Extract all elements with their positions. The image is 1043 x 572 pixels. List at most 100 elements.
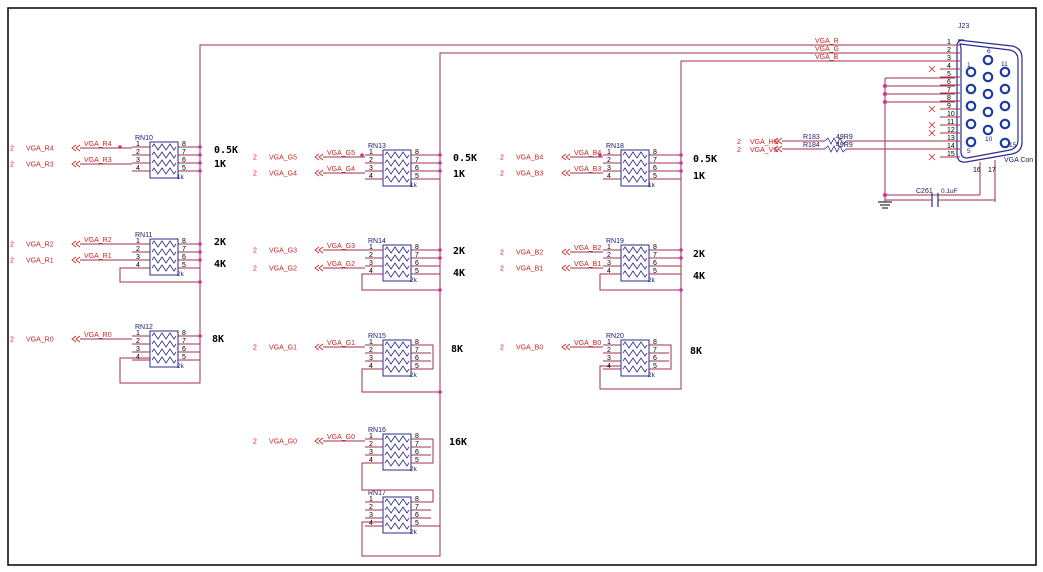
bus-label-g: VGA_G xyxy=(815,46,839,53)
resistor-element xyxy=(622,254,648,262)
network-body xyxy=(382,244,412,282)
junction-dot xyxy=(679,161,683,165)
network-pin-number: 7 xyxy=(415,441,419,448)
net-label: VGA_R1 xyxy=(84,253,112,260)
sheet-border xyxy=(7,7,1037,566)
port-name: VGA_B3 xyxy=(516,171,543,178)
resistor-element xyxy=(151,348,177,356)
network-pin-number: 6 xyxy=(415,449,419,456)
resistor-element xyxy=(151,248,177,256)
port-sheet-number: 2 xyxy=(253,266,257,273)
weight-annotation: 4K xyxy=(693,271,705,282)
network-value: 2k xyxy=(410,372,418,379)
network-pin-number: 3 xyxy=(369,512,373,519)
resistor-element xyxy=(622,349,648,357)
port-arrow xyxy=(75,144,81,152)
sync-hs-sheet: 2 xyxy=(737,139,741,146)
junction-dot xyxy=(438,161,442,165)
port-sheet-number: 2 xyxy=(10,258,14,265)
junction-dot xyxy=(198,250,202,254)
network-pin-number: 8 xyxy=(182,141,186,148)
port-sheet-number: 2 xyxy=(500,266,504,273)
network-pin-number: 5 xyxy=(415,268,419,275)
network-pin-number: 8 xyxy=(415,149,419,156)
port-arrow xyxy=(565,169,571,177)
junction-dot xyxy=(438,256,442,260)
network-pin-number: 5 xyxy=(653,173,657,180)
resistor-element xyxy=(384,246,410,254)
weight-annotation: 8K xyxy=(690,346,702,357)
junction-dot xyxy=(198,258,202,262)
weight-annotation: 0.5K xyxy=(693,154,717,165)
resistor-element xyxy=(384,151,410,159)
connector-contact xyxy=(965,66,977,78)
network-value: 2k xyxy=(410,466,418,473)
weight-annotation: 16K xyxy=(449,437,467,448)
resistor-element xyxy=(622,357,648,365)
network-pin-number: 2 xyxy=(136,246,140,253)
network-pin-number: 1 xyxy=(136,330,140,337)
weight-annotation: 4K xyxy=(453,268,465,279)
net-label: VGA_B3 xyxy=(574,166,601,173)
resistor-element xyxy=(384,459,410,467)
net-label: VGA_R0 xyxy=(84,332,112,339)
no-connect-mark xyxy=(928,105,936,113)
network-pin-number: 4 xyxy=(369,520,373,527)
network-pin-number: 6 xyxy=(182,254,186,261)
port-arrow xyxy=(75,240,81,248)
weight-annotation: 1K xyxy=(453,169,465,180)
network-pin-number: 1 xyxy=(369,496,373,503)
network-pin-number: 2 xyxy=(136,149,140,156)
resistor-element xyxy=(384,262,410,270)
net-label: VGA_R4 xyxy=(84,141,112,148)
network-pin-number: 3 xyxy=(607,355,611,362)
network-pin-number: 5 xyxy=(182,262,186,269)
connector-pin-number: 15 xyxy=(947,151,955,158)
junction-dot xyxy=(198,161,202,165)
resistor-element xyxy=(384,365,410,373)
port-arrow xyxy=(318,264,324,272)
capacitor-value: 0.1uF xyxy=(941,188,958,195)
network-pin-number: 5 xyxy=(653,268,657,275)
network-pin-number: 1 xyxy=(369,339,373,346)
connector-pin-number: 6 xyxy=(947,79,951,86)
port-arrow xyxy=(565,248,571,256)
network-pin-number: 6 xyxy=(415,512,419,519)
net-label: VGA_G1 xyxy=(327,340,355,347)
port-arrow xyxy=(561,264,567,272)
network-pin-number: 8 xyxy=(415,244,419,251)
network-pin-number: 4 xyxy=(136,165,140,172)
network-pin-number: 2 xyxy=(369,252,373,259)
resistor-element xyxy=(622,270,648,278)
resistor-element xyxy=(622,246,648,254)
port-sheet-number: 2 xyxy=(10,242,14,249)
junction-dot xyxy=(679,256,683,260)
resistor-element xyxy=(384,270,410,278)
port-sheet-number: 2 xyxy=(500,171,504,178)
connector-pin17-num: 17 xyxy=(988,167,996,174)
network-pin-number: 6 xyxy=(415,355,419,362)
network-value: 2k xyxy=(410,277,418,284)
connector-contact xyxy=(965,100,977,112)
network-value: 2k xyxy=(177,271,185,278)
network-pin-number: 7 xyxy=(415,347,419,354)
network-pin-number: 7 xyxy=(415,252,419,259)
resistor-element xyxy=(384,443,410,451)
network-ref: RN11 xyxy=(135,232,152,239)
network-pin-number: 5 xyxy=(415,173,419,180)
resistor-element xyxy=(384,451,410,459)
port-arrow xyxy=(314,437,320,445)
port-name: VGA_B4 xyxy=(516,155,543,162)
net-label: VGA_B1 xyxy=(574,261,601,268)
network-pin-number: 8 xyxy=(415,339,419,346)
port-name: VGA_G4 xyxy=(269,171,297,178)
